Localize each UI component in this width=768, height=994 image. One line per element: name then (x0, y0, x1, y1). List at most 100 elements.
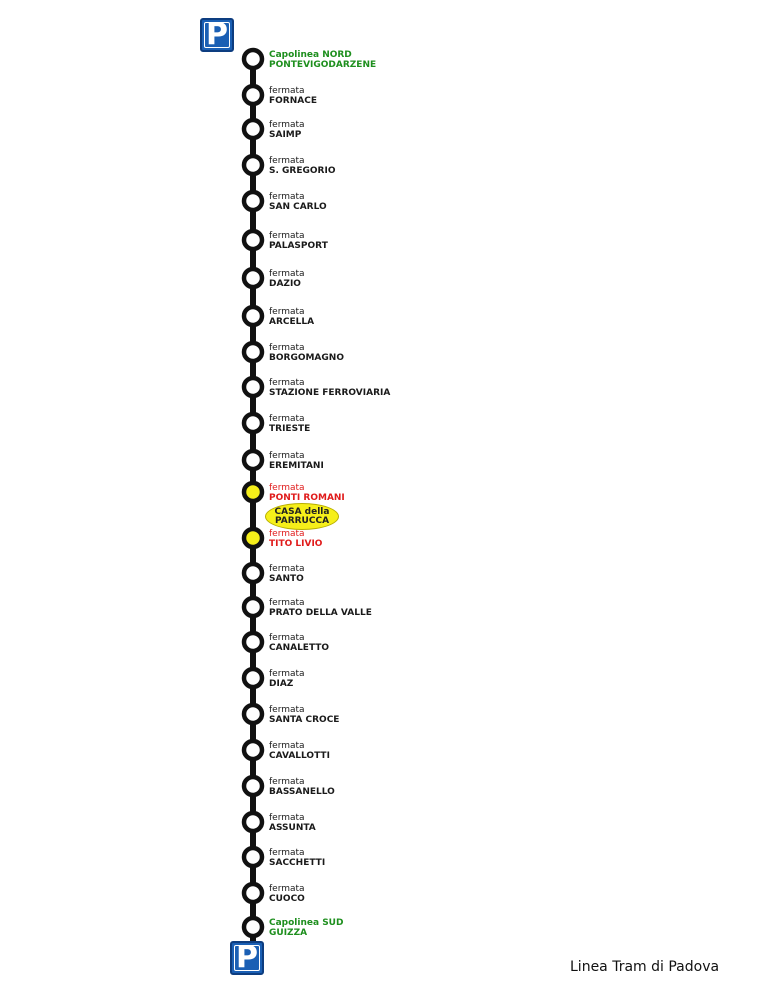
stop-marker-4 (241, 189, 265, 213)
stop-markers (241, 47, 265, 939)
stop-label-name: PONTEVIGODARZENE (269, 60, 377, 70)
stop-marker-3 (241, 153, 265, 177)
stop-label-name: PALASPORT (269, 241, 328, 251)
stop-label-name: S. GREGORIO (269, 166, 336, 176)
stop-marker-22 (241, 845, 265, 869)
stop-label-type: fermata (269, 483, 305, 493)
stop-label-name: ASSUNTA (269, 823, 316, 833)
stop-marker-7 (241, 304, 265, 328)
stop-marker-5 (241, 228, 265, 252)
stop-marker-1 (241, 83, 265, 107)
stop-marker-11 (241, 448, 265, 472)
stop-marker-9 (241, 375, 265, 399)
stop-label-type: fermata (269, 669, 305, 679)
stop-label-type: fermata (269, 414, 305, 424)
stop-label-name: DIAZ (269, 679, 294, 689)
stop-label-name: SACCHETTI (269, 858, 326, 868)
stop-label-name: DAZIO (269, 279, 301, 289)
stop-label-name: GUIZZA (269, 928, 308, 938)
stop-marker-15 (241, 595, 265, 619)
stop-marker-0 (241, 47, 265, 71)
stop-label-type: fermata (269, 192, 305, 202)
stop-label-name: FORNACE (269, 96, 317, 106)
parking-sign-bottom-icon: P (230, 941, 264, 975)
stop-label-type: fermata (269, 848, 305, 858)
stop-label-type: fermata (269, 741, 305, 751)
stop-label-name: SAN CARLO (269, 202, 327, 212)
stop-label-name: PONTI ROMANI (269, 493, 345, 503)
stop-label-name: SANTO (269, 574, 304, 584)
stop-label-name: STAZIONE FERROVIARIA (269, 388, 391, 398)
stop-label-name: SANTA CROCE (269, 715, 340, 725)
stop-label-type: fermata (269, 343, 305, 353)
stop-label-type: Capolinea SUD (269, 918, 344, 928)
stop-label-type: fermata (269, 231, 305, 241)
stop-label-name: CANALETTO (269, 643, 330, 653)
stop-label-type: fermata (269, 120, 305, 130)
stop-label-type: fermata (269, 269, 305, 279)
stop-label-type: fermata (269, 86, 305, 96)
stop-label-type: fermata (269, 598, 305, 608)
stop-label-name: EREMITANI (269, 461, 324, 471)
stop-marker-18 (241, 702, 265, 726)
stop-label-type: fermata (269, 884, 305, 894)
stop-marker-21 (241, 810, 265, 834)
stop-label-name: SAIMP (269, 130, 302, 140)
stop-label-name: BORGOMAGNO (269, 353, 344, 363)
stop-marker-2 (241, 117, 265, 141)
stop-marker-17 (241, 666, 265, 690)
casa-della-parrucca-badge: CASA della PARRUCCA (265, 503, 339, 530)
stop-label-type: fermata (269, 529, 305, 539)
stop-label-name: CAVALLOTTI (269, 751, 330, 761)
parking-sign-top-icon: P (200, 18, 234, 52)
stop-marker-12 (241, 480, 265, 504)
stop-label-name: BASSANELLO (269, 787, 335, 797)
stop-marker-16 (241, 630, 265, 654)
stop-label-name: TITO LIVIO (269, 539, 323, 549)
stop-marker-6 (241, 266, 265, 290)
stop-marker-14 (241, 561, 265, 585)
stop-label-type: Capolinea NORD (269, 50, 352, 60)
stop-label-type: fermata (269, 633, 305, 643)
stop-label-type: fermata (269, 307, 305, 317)
stop-marker-8 (241, 340, 265, 364)
casa-line1: CASA della (274, 507, 330, 517)
footer-title: Linea Tram di Padova (570, 959, 720, 975)
casa-line2: PARRUCCA (274, 516, 330, 526)
stop-label-type: fermata (269, 705, 305, 715)
stop-marker-13 (241, 526, 265, 550)
stop-marker-23 (241, 881, 265, 905)
stop-label-name: PRATO DELLA VALLE (269, 608, 372, 618)
stop-label-name: CUOCO (269, 894, 305, 904)
stop-label-type: fermata (269, 451, 305, 461)
stop-marker-19 (241, 738, 265, 762)
stop-label-type: fermata (269, 777, 305, 787)
stop-marker-20 (241, 774, 265, 798)
stop-label-type: fermata (269, 156, 305, 166)
stop-label-type: fermata (269, 378, 305, 388)
